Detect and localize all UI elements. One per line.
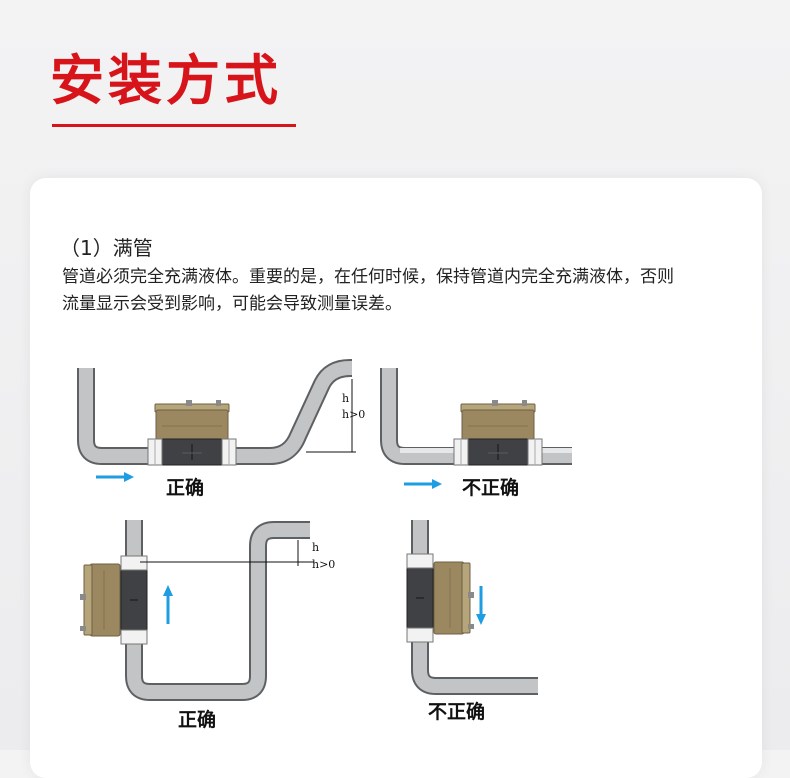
flow-meter (406, 553, 475, 643)
flow-meter (147, 399, 237, 466)
flow-arrow-icon (163, 585, 173, 624)
flow-meter (453, 399, 543, 466)
installation-diagrams: h h>0 正确 不正确 h h>0 正确 (77, 359, 572, 731)
diagram-bottom-right-incorrect: 不正确 (406, 520, 538, 723)
content-card (30, 178, 762, 778)
h-condition-label: h>0 (312, 558, 335, 571)
section-description: 管道必须完全充满液体。重要的是，在任何时候，保持管道内完全充满液体，否则流量显示… (62, 267, 674, 314)
flow-meter (79, 555, 148, 645)
correct-label: 正确 (178, 708, 216, 731)
correct-label: 正确 (166, 476, 204, 499)
flow-arrow-icon (404, 479, 442, 489)
incorrect-label: 不正确 (428, 700, 485, 723)
title-underline (52, 124, 296, 127)
page-title: 安装方式 (50, 49, 282, 112)
diagram-top-left-correct: h h>0 正确 (77, 359, 365, 499)
diagram-bottom-left-correct: h h>0 正确 (79, 520, 335, 731)
flow-arrow-icon (96, 472, 134, 482)
flow-arrow-icon (476, 586, 486, 625)
h-condition-label: h>0 (342, 408, 365, 421)
diagram-top-right-incorrect: 不正确 (380, 368, 572, 499)
h-label: h (312, 541, 319, 554)
incorrect-label: 不正确 (462, 476, 519, 499)
h-label: h (342, 392, 349, 405)
section-heading: （1）满管 (60, 236, 153, 260)
